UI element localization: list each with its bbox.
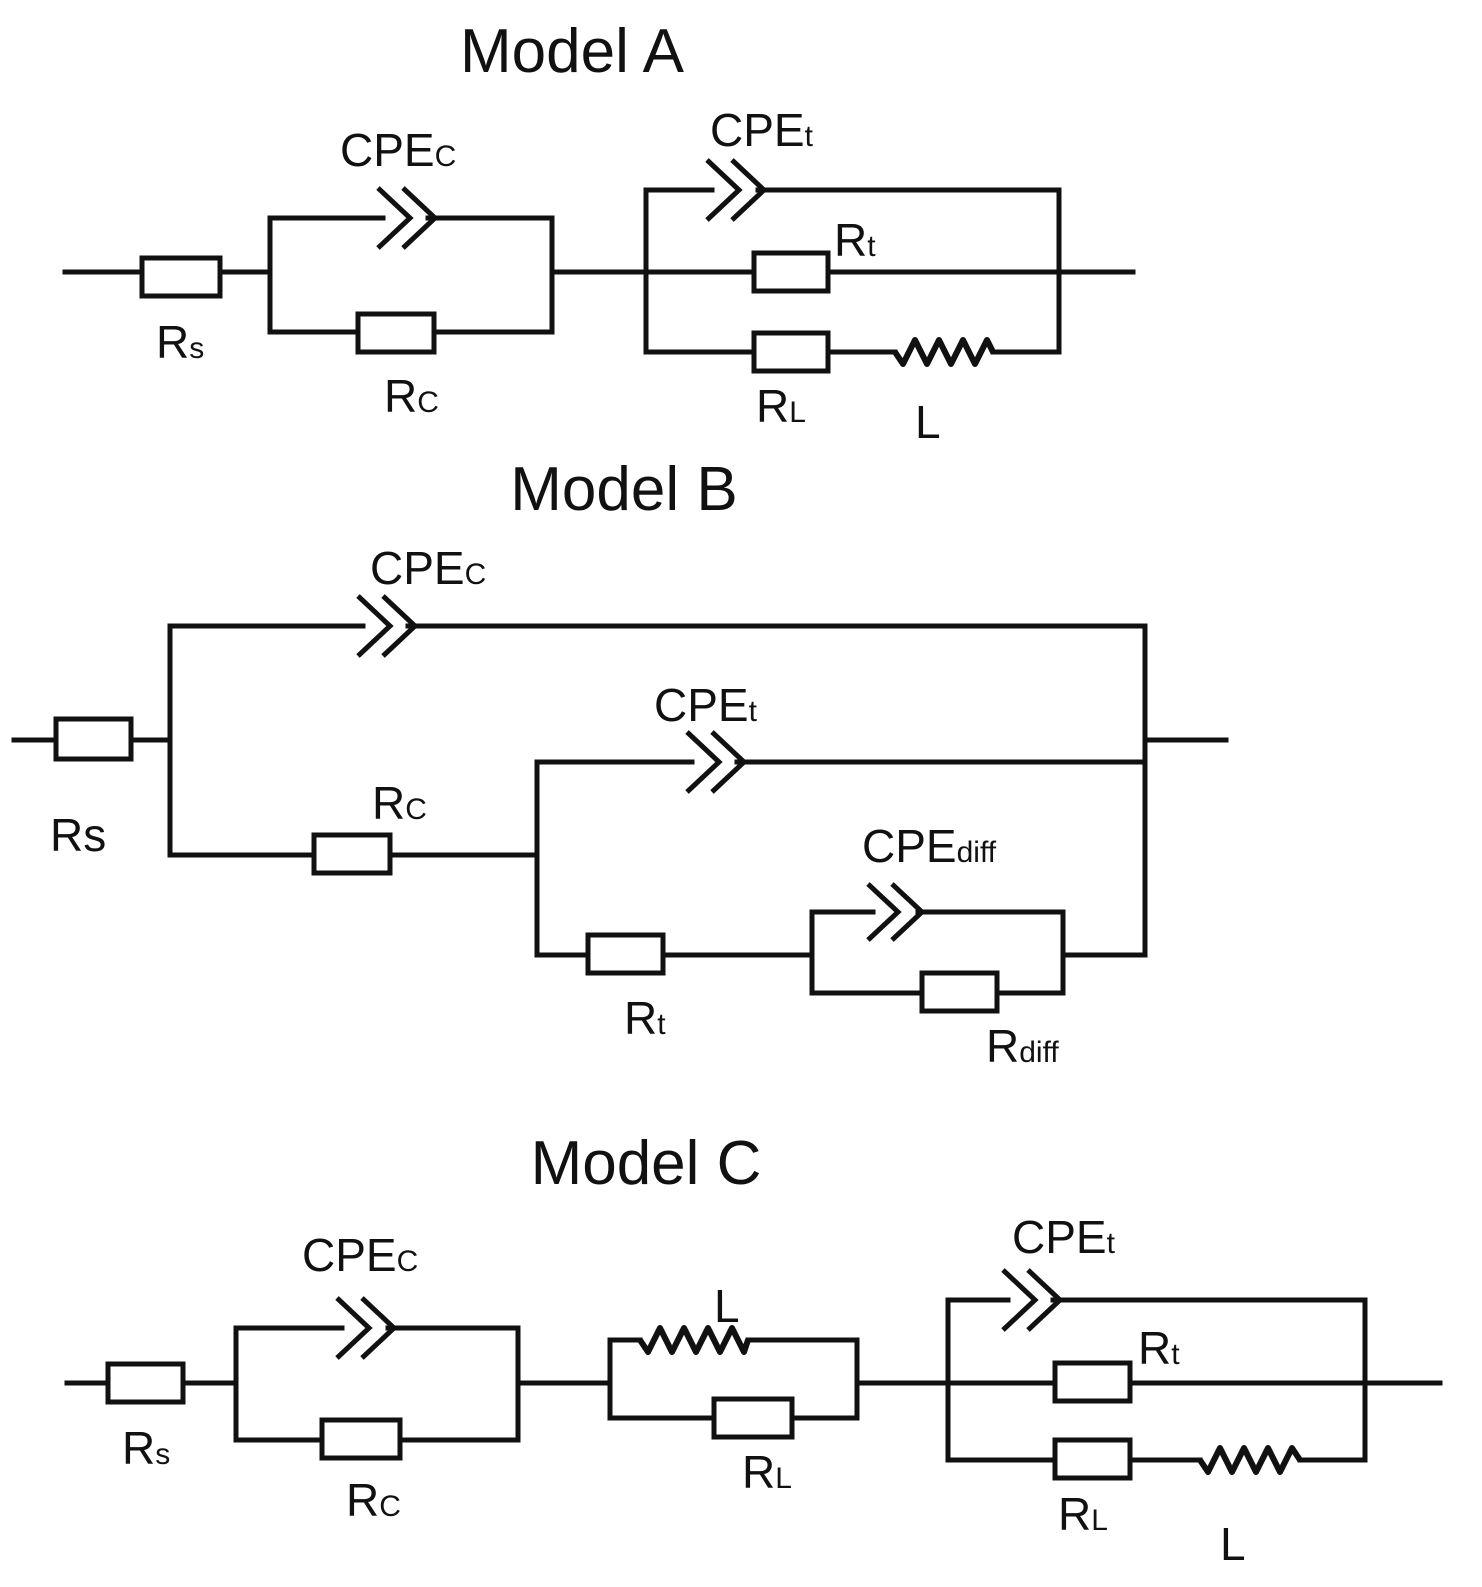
model-a: Model A <box>62 17 1136 448</box>
model-a-wires <box>62 187 1136 355</box>
model-c-resistor-rt <box>1052 1360 1133 1404</box>
model-a-label-cpe-t: CPEt <box>710 104 814 156</box>
model-b-label-rdiff: Rdiff <box>986 1020 1059 1072</box>
model-a-label-rl: RL <box>756 380 806 432</box>
model-b-label-cpe-t: CPEt <box>654 679 758 731</box>
model-b-label-cpe-diff: CPEdiff <box>862 820 997 872</box>
model-c-cpe-t-symbol <box>1001 1268 1064 1332</box>
model-a-cpe-t-symbol <box>705 158 768 222</box>
model-b-label-rs: Rs <box>50 809 106 861</box>
model-a-title: Model A <box>460 17 685 86</box>
model-c-label-rs: Rs <box>122 1422 170 1474</box>
model-c-label-cpe-t: CPEt <box>1012 1211 1116 1263</box>
model-c-label-rl-mid: RL <box>742 1446 792 1498</box>
model-a-label-l: L <box>915 396 941 448</box>
model-c-resistor-rl <box>1052 1437 1133 1481</box>
model-c-cpe-c-symbol <box>335 1296 398 1360</box>
model-b-label-rt: Rt <box>624 992 666 1044</box>
model-c-inductor-l-mid <box>637 1325 751 1355</box>
model-c-label-rt: Rt <box>1138 1322 1180 1374</box>
model-c-label-rl: RL <box>1058 1488 1108 1540</box>
model-a-label-rs: Rs <box>156 316 204 368</box>
model-a-inductor-l <box>892 337 996 367</box>
model-a-resistor-rs <box>139 255 223 299</box>
model-c-title: Model C <box>531 1129 762 1198</box>
model-b-resistor-rc <box>311 832 393 876</box>
model-b-resistor-rs <box>53 716 134 762</box>
model-a-label-rc: RC <box>384 370 439 422</box>
model-a-resistor-rc <box>355 311 437 355</box>
model-b-wires <box>11 623 1229 996</box>
model-a-resistor-rl <box>751 330 831 374</box>
model-c-resistor-rc <box>319 1417 403 1461</box>
model-a-label-rt: Rt <box>834 214 876 266</box>
model-b-cpe-diff-symbol <box>866 882 926 942</box>
model-b-cpe-t-symbol <box>685 730 748 794</box>
model-b-resistor-rt <box>585 932 666 976</box>
model-c-label-cpe-c: CPEC <box>302 1229 418 1281</box>
model-c-resistor-rl-mid <box>711 1396 795 1440</box>
model-b-label-cpe-c: CPEC <box>370 542 486 594</box>
model-a-label-cpe-c: CPEC <box>340 124 456 176</box>
model-c-label-l-mid: L <box>714 1280 740 1332</box>
model-a-cpe-c-symbol <box>376 186 439 250</box>
model-c-label-l: L <box>1220 1518 1246 1570</box>
model-a-resistor-rt <box>751 250 831 294</box>
model-c-label-rc: RC <box>346 1474 401 1526</box>
model-b-resistor-rdiff <box>919 970 1000 1014</box>
model-b: Model B <box>11 455 1229 1072</box>
model-b-title: Model B <box>510 455 737 524</box>
model-b-cpe-c-symbol <box>356 594 419 658</box>
model-c: Model C <box>64 1129 1443 1570</box>
model-c-wires <box>64 1297 1443 1463</box>
model-b-label-rc: RC <box>372 777 427 829</box>
model-c-resistor-rs <box>105 1361 186 1405</box>
model-c-inductor-l <box>1197 1445 1303 1475</box>
